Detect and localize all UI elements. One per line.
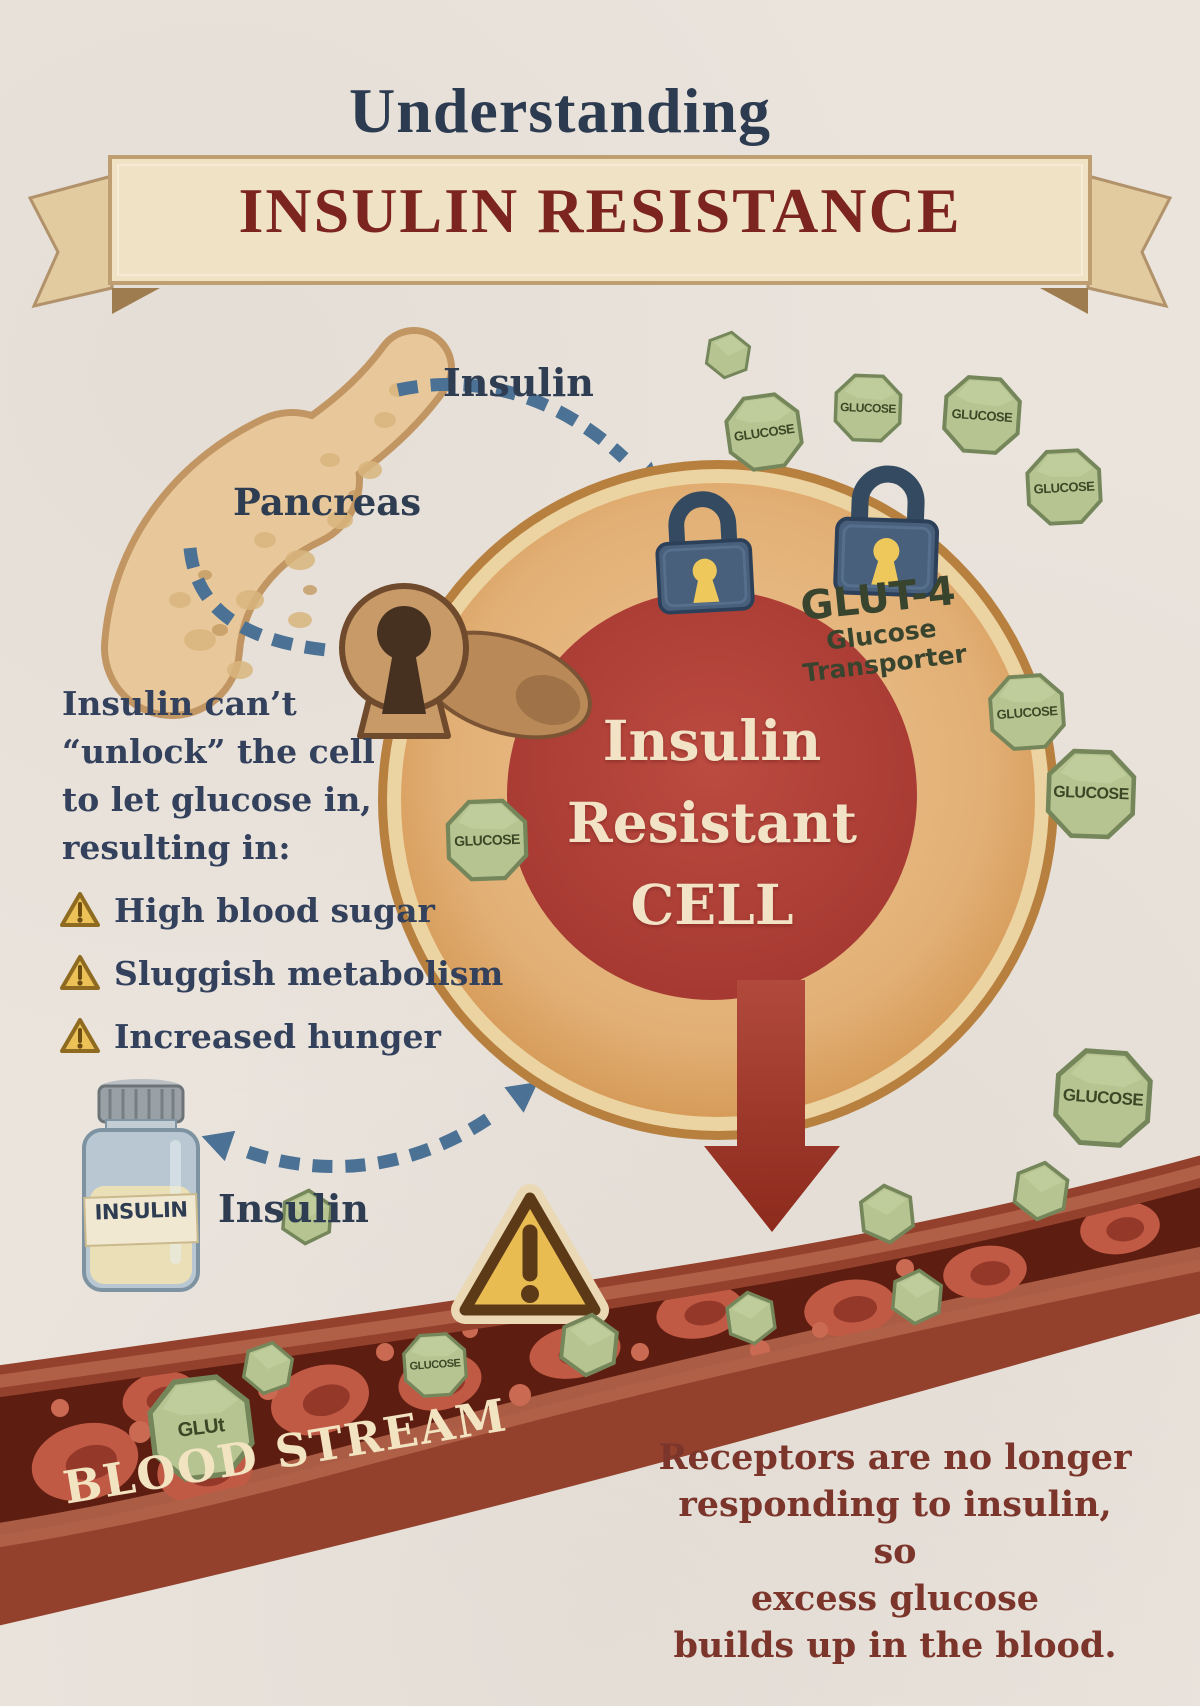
keyhole-receptor-icon — [339, 583, 592, 740]
glucose-molecule — [553, 1309, 626, 1382]
glucose-molecule — [276, 1186, 338, 1248]
arrowhead-icon — [201, 1130, 236, 1162]
glucose-molecule — [699, 326, 756, 383]
symptom-label: Increased hunger — [114, 1016, 441, 1056]
insulin-arrow-label: Insulin — [443, 360, 594, 405]
cell-title: Insulin Resistant CELL — [567, 708, 857, 937]
receptors-note: Receptors are no longer responding to in… — [658, 1437, 1132, 1666]
padlock-icon — [833, 465, 940, 598]
arrowhead-icon — [504, 1081, 538, 1113]
glucose-molecule: GLUCOSE — [444, 797, 531, 884]
glucose-molecule: GLUCOSE — [939, 372, 1024, 457]
banner-title: INSULIN RESISTANCE — [238, 175, 962, 246]
glucose-molecule — [853, 1180, 921, 1248]
symptom-item: Increased hunger — [58, 1016, 441, 1056]
page-title: Understanding — [349, 75, 771, 146]
warning-triangle-icon — [60, 1018, 100, 1053]
cell-nucleus — [507, 590, 917, 1000]
glucose-molecule: GLUCOSE — [832, 372, 904, 444]
insulin-bottle-label: INSULIN — [94, 1197, 188, 1225]
symptom-label: Sluggish metabolism — [114, 953, 504, 993]
symptom-label: High blood sugar — [114, 890, 435, 930]
pancreas-label: Pancreas — [233, 480, 422, 524]
symptom-item: High blood sugar — [58, 890, 435, 930]
glucose-molecule: GLUCOSE — [400, 1330, 470, 1400]
warning-triangle-icon — [60, 955, 100, 990]
glucose-overflow-arrow — [704, 980, 840, 1232]
symptom-item: Sluggish metabolism — [58, 953, 503, 993]
glucose-molecule — [1006, 1156, 1076, 1226]
blood-vessel — [0, 1155, 1200, 1626]
glucose-molecule: GLUCOSE — [1043, 746, 1138, 841]
insulin-bottle — [82, 1079, 200, 1292]
title-banner-ribbon — [27, 155, 1173, 314]
insulin-bottle-caption: Insulin — [218, 1186, 369, 1231]
insulin-resistant-cell — [378, 460, 1058, 1140]
red-blood-cells — [31, 1201, 1160, 1505]
insulin-to-cell-arrow — [396, 377, 629, 463]
glucose-molecule — [236, 1336, 301, 1401]
glucose-molecule: GLUCOSE — [985, 670, 1068, 753]
warning-triangle-icon — [451, 1184, 609, 1324]
glucose-molecule — [886, 1266, 949, 1329]
glucose-molecule: GLUt — [142, 1369, 260, 1487]
glucose-molecule: GLUCOSE — [720, 388, 808, 476]
explanation-text: Insulin can’t “unlock” the cell to let g… — [62, 684, 375, 867]
pancreas-to-receptor-arrow — [183, 547, 327, 657]
glucose-molecule — [719, 1286, 782, 1349]
padlock-icon — [655, 491, 755, 615]
glucose-molecule: GLUCOSE — [1050, 1045, 1157, 1152]
warning-triangle-icon — [60, 892, 100, 927]
glucose-molecule: GLUCOSE — [1023, 446, 1105, 528]
bottle-to-cell-arrow — [245, 1106, 502, 1174]
